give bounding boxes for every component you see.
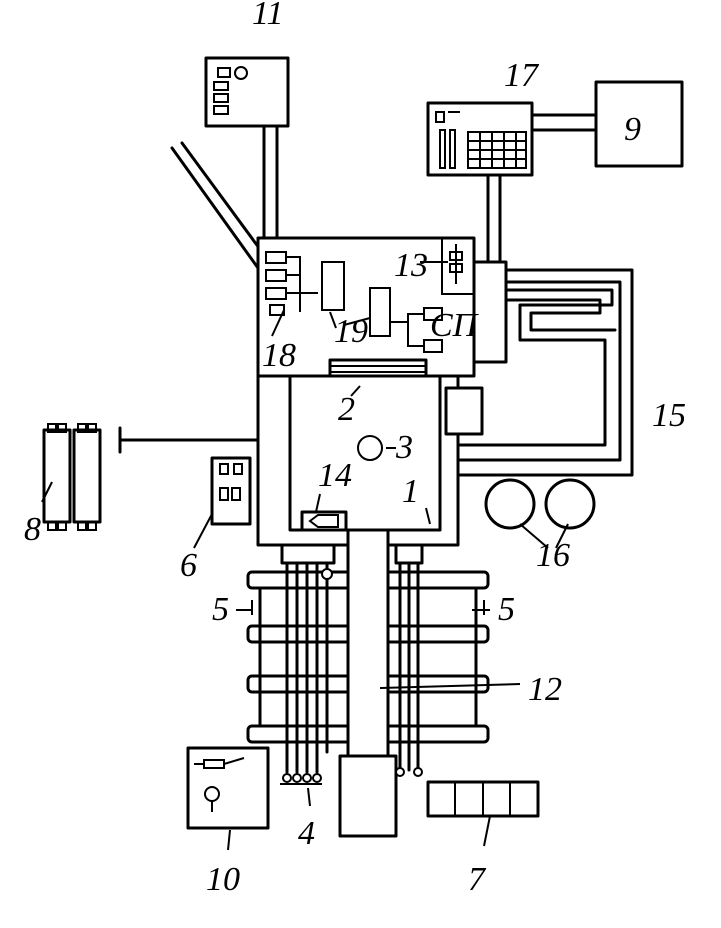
label-5-left: 5 (212, 591, 229, 628)
diagonal-feed-lines (170, 141, 264, 270)
label-3: 3 (395, 429, 413, 466)
label-18: 18 (262, 337, 296, 374)
unit-9 (594, 80, 684, 168)
unit-6 (210, 456, 252, 526)
unit-17 (426, 101, 598, 264)
duct-15 (456, 268, 634, 477)
label-13: 13 (394, 247, 428, 284)
connector-rod (118, 426, 260, 454)
rod-bundle-right (394, 543, 424, 777)
label-17: 17 (504, 57, 540, 94)
unit-11 (204, 56, 290, 240)
label-12: 12 (528, 671, 562, 708)
label-sp: СП (430, 307, 480, 344)
column-12 (338, 528, 398, 838)
main-body-1 (256, 374, 484, 547)
label-1: 1 (402, 473, 419, 510)
label-10: 10 (206, 861, 240, 898)
label-15: 15 (652, 397, 686, 434)
label-14: 14 (318, 457, 352, 494)
label-2: 2 (338, 391, 355, 428)
leader-lines (41, 261, 569, 851)
unit-10 (186, 746, 270, 830)
element-16 (484, 478, 596, 530)
label-4: 4 (298, 815, 315, 852)
labels: 11 17 9 13 СП 19 18 2 3 15 14 1 8 6 16 5… (24, 0, 686, 898)
label-5-right: 5 (498, 591, 515, 628)
unit-7 (426, 780, 540, 818)
unit-8 (42, 423, 102, 531)
label-7: 7 (468, 861, 487, 898)
label-6: 6 (180, 547, 197, 584)
label-19: 19 (334, 313, 368, 350)
label-16: 16 (536, 537, 570, 574)
label-11: 11 (252, 0, 283, 32)
label-9: 9 (624, 111, 641, 148)
label-8: 8 (24, 511, 41, 548)
rod-bundle-4 (280, 543, 336, 785)
